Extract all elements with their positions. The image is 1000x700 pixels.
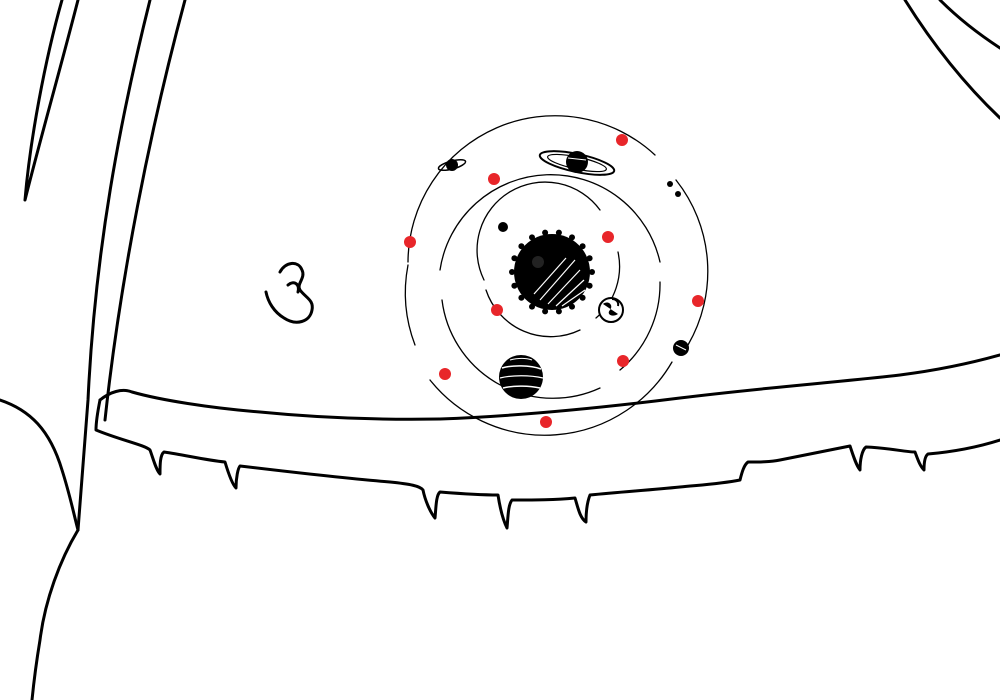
red-dot-icon xyxy=(439,368,451,380)
sun-spike xyxy=(542,229,549,236)
red-dot-icon xyxy=(540,416,552,428)
sun-spike xyxy=(509,269,515,275)
dark-outer-planet-icon xyxy=(673,340,689,356)
red-dot-icon xyxy=(404,236,416,248)
red-dot-icon xyxy=(617,355,629,367)
saturn-ringed-planet-icon xyxy=(538,150,616,176)
left-fabric-strap xyxy=(0,0,187,700)
middle-orbit-ring xyxy=(439,174,661,271)
orbit-rings xyxy=(404,115,709,436)
spiky-sun-icon xyxy=(509,229,595,315)
sun-spike xyxy=(511,255,518,262)
sun-spike xyxy=(542,308,549,315)
red-dot-icon xyxy=(488,173,500,185)
small-inner-planet-icon xyxy=(498,222,508,232)
red-dot-icon xyxy=(491,304,503,316)
inner-orbit-ring xyxy=(476,181,601,281)
sun-spike xyxy=(589,269,595,275)
ruffled-waistband xyxy=(94,353,1000,530)
tiny-moon-pair-icon xyxy=(667,181,681,197)
sun-spike xyxy=(511,282,518,289)
striped-gas-giant-icon xyxy=(499,355,544,399)
ringed-planet-small-icon xyxy=(437,158,467,172)
red-dot-icon xyxy=(616,134,628,146)
earth-globe-planet-icon xyxy=(598,297,624,323)
curled-squiggle-icon xyxy=(264,262,314,324)
sun-spike xyxy=(555,308,562,315)
sun-spike xyxy=(586,282,593,289)
red-dot-icon xyxy=(602,231,614,243)
red-marker-dots xyxy=(404,134,704,428)
outer-orbit-ring xyxy=(407,115,656,263)
red-dot-icon xyxy=(692,295,704,307)
sun-spike xyxy=(555,229,562,236)
right-fabric-edge xyxy=(903,0,1000,120)
sun-spike xyxy=(586,255,593,262)
